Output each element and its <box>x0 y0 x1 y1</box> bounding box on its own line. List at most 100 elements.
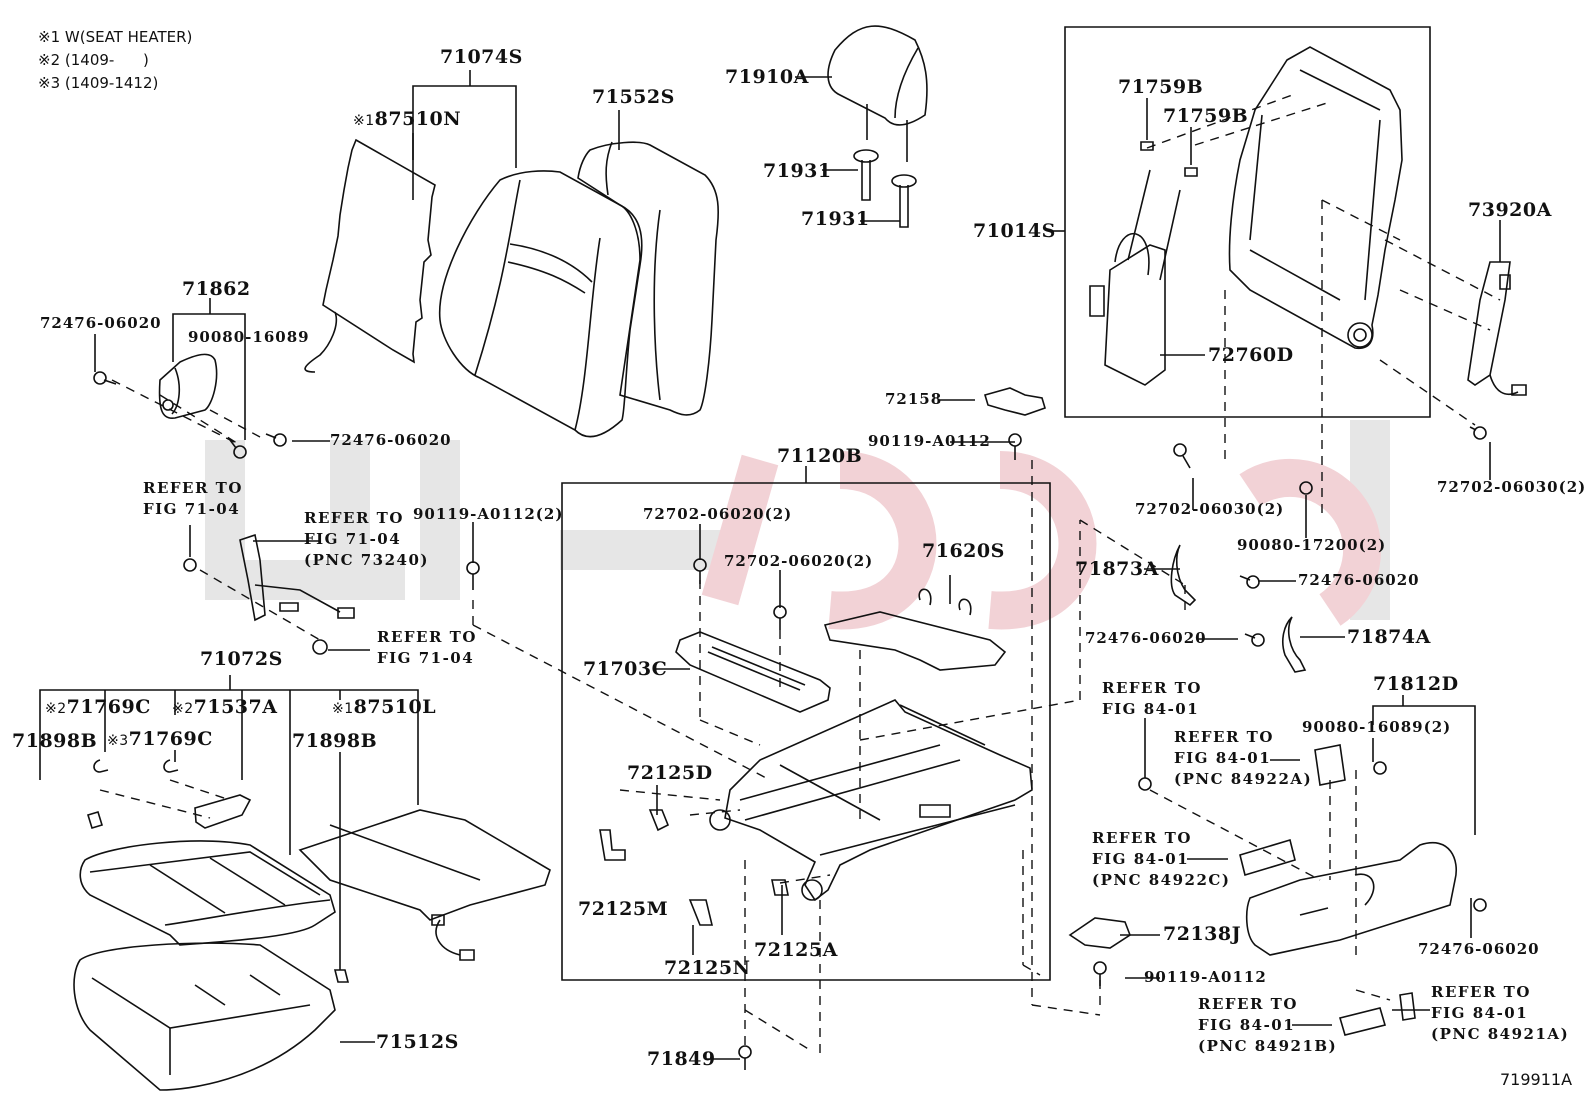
part-label-71898B-a[interactable]: 71898B <box>12 730 98 752</box>
small-brackets <box>88 760 348 982</box>
part-label-87510N[interactable]: ※187510N <box>353 110 461 129</box>
dashed-guides <box>100 94 1500 1060</box>
part-label-71512S[interactable]: 71512S <box>376 1031 459 1053</box>
part-number: 71769C <box>128 728 213 750</box>
part-label-72125A[interactable]: 72125A <box>754 939 838 961</box>
part-label-90080-16089-2[interactable]: 90080-16089(2) <box>1302 718 1452 736</box>
part-label-72125M[interactable]: 72125M <box>578 898 669 920</box>
part-label-71862[interactable]: 71862 <box>182 278 251 300</box>
reference-fig-84-01-d[interactable]: REFER TO FIG 84-01 (PNC 84921B) <box>1198 994 1337 1057</box>
part-label-72158[interactable]: 72158 <box>885 390 943 408</box>
part-label-72702-06030-b[interactable]: 72702-06030(2) <box>1437 478 1587 496</box>
legend-note-3: ※3 (1409-1412) <box>38 73 158 94</box>
part-label-71931-a[interactable]: 71931 <box>763 160 832 182</box>
part-label-71849[interactable]: 71849 <box>647 1048 716 1070</box>
legend-note-mark: ※2 <box>38 51 61 69</box>
clips-71759B <box>1141 142 1197 176</box>
clips-72125 <box>600 810 788 925</box>
reference-line: (PNC 73240) <box>304 551 430 569</box>
legend-note-1: ※1 W(SEAT HEATER) <box>38 27 192 48</box>
variant-mark: ※3 <box>107 733 129 749</box>
hinge-covers-71873A-71874A <box>1171 545 1305 672</box>
variant-mark: ※2 <box>45 701 67 717</box>
side-cover-73920A <box>1468 262 1526 395</box>
reference-line: FIG 71-04 <box>143 500 241 518</box>
backrest-heater-87510N <box>305 140 435 372</box>
part-label-90080-17200[interactable]: 90080-17200(2) <box>1237 536 1387 554</box>
part-label-72476-06020-a[interactable]: 72476-06020 <box>40 314 162 332</box>
part-label-73920A[interactable]: 73920A <box>1468 199 1552 221</box>
part-label-71552S[interactable]: 71552S <box>592 86 675 108</box>
part-label-72476-06020-c[interactable]: 72476-06020 <box>1298 571 1420 589</box>
part-label-72125D[interactable]: 72125D <box>627 762 713 784</box>
part-label-71620S[interactable]: 71620S <box>922 540 1005 562</box>
reference-fig-84-01-e[interactable]: REFER TO FIG 84-01 (PNC 84921A) <box>1431 982 1569 1045</box>
reference-line: (PNC 84921B) <box>1198 1037 1338 1055</box>
seat-cushion-cover-71072S <box>80 841 335 945</box>
part-label-71072S[interactable]: 71072S <box>200 648 283 670</box>
part-label-72702-06020-a[interactable]: 72702-06020(2) <box>643 505 793 523</box>
part-label-71074S[interactable]: 71074S <box>440 46 523 68</box>
part-label-71703C[interactable]: 71703C <box>583 658 668 680</box>
headrest-guide-71931-a <box>854 150 878 200</box>
part-label-71898B-b[interactable]: 71898B <box>292 730 378 752</box>
part-label-72476-06020-d[interactable]: 72476-06020 <box>1085 629 1207 647</box>
legend-note-text: (1409-1412) <box>64 74 159 92</box>
reference-fig-84-01-b[interactable]: REFER TO FIG 84-01 (PNC 84922A) <box>1174 727 1312 790</box>
part-label-71014S[interactable]: 71014S <box>973 220 1056 242</box>
reference-line: REFER TO <box>1102 679 1202 697</box>
reference-fig-71-04-c[interactable]: REFER TO FIG 71-04 <box>377 627 477 669</box>
reference-line: (PNC 84922A) <box>1174 770 1313 788</box>
part-number: 71769C <box>66 696 151 718</box>
spring-71620S <box>825 589 1005 670</box>
part-label-71769C-a[interactable]: ※271769C <box>45 698 151 717</box>
seat-cushion-heater-87510L <box>300 810 550 960</box>
part-label-90119-A0112-a[interactable]: 90119-A0112 <box>868 432 991 450</box>
part-label-71759B-a[interactable]: 71759B <box>1118 76 1204 98</box>
part-label-90119-A0112-2[interactable]: 90119-A0112(2) <box>413 505 564 523</box>
part-label-90119-A0112-c[interactable]: 90119-A0112 <box>1144 968 1267 986</box>
reference-line: REFER TO <box>1092 829 1192 847</box>
variant-mark: ※1 <box>332 701 354 717</box>
part-label-72476-06020-b[interactable]: 72476-06020 <box>330 431 452 449</box>
part-label-71769C-b[interactable]: ※371769C <box>107 730 213 749</box>
part-label-72125N[interactable]: 72125N <box>664 957 751 979</box>
part-label-71931-b[interactable]: 71931 <box>801 208 870 230</box>
part-label-71537A[interactable]: ※271537A <box>172 698 277 717</box>
legend-note-text: W(SEAT HEATER) <box>64 28 193 46</box>
part-label-71910A[interactable]: 71910A <box>725 66 809 88</box>
side-cover-72138J <box>1070 918 1130 948</box>
reference-line: REFER TO <box>1198 995 1298 1013</box>
hinge-cover-72158 <box>985 388 1045 415</box>
legend-note-mark: ※1 <box>38 28 61 46</box>
leader-lines <box>40 27 1500 1059</box>
reference-fig-84-01-a[interactable]: REFER TO FIG 84-01 <box>1102 678 1202 720</box>
reference-line: FIG 84-01 <box>1198 1016 1296 1034</box>
part-label-71873A[interactable]: 71873A <box>1075 558 1159 580</box>
part-number: 87510L <box>353 696 437 718</box>
part-label-71874A[interactable]: 71874A <box>1347 626 1431 648</box>
part-label-90080-16089[interactable]: 90080-16089 <box>188 328 310 346</box>
part-label-72138J[interactable]: 72138J <box>1163 923 1242 945</box>
side-shield-71812D <box>1247 843 1457 955</box>
frame-71014S <box>1229 47 1402 348</box>
backrest-pad-71552S <box>578 142 718 415</box>
bracket-71862 <box>160 354 217 418</box>
reference-fig-71-04-b[interactable]: REFER TO FIG 71-04 (PNC 73240) <box>304 508 429 571</box>
part-label-71812D[interactable]: 71812D <box>1373 673 1459 695</box>
reference-fig-71-04-a[interactable]: REFER TO FIG 71-04 <box>143 478 243 520</box>
reference-line: FIG 84-01 <box>1174 749 1272 767</box>
part-label-72702-06020-b[interactable]: 72702-06020(2) <box>724 552 874 570</box>
backrest-cover-71074S <box>440 171 642 437</box>
reference-line: REFER TO <box>1174 728 1274 746</box>
reference-fig-84-01-c[interactable]: REFER TO FIG 84-01 (PNC 84922C) <box>1092 828 1230 891</box>
part-label-71120B[interactable]: 71120B <box>777 445 863 467</box>
part-label-72476-06020-e[interactable]: 72476-06020 <box>1418 940 1540 958</box>
part-label-72760D[interactable]: 72760D <box>1208 344 1294 366</box>
part-label-71759B-b[interactable]: 71759B <box>1163 105 1249 127</box>
part-label-72702-06030-a[interactable]: 72702-06030(2) <box>1135 500 1285 518</box>
switch-parts <box>1240 745 1415 1035</box>
reference-line: (PNC 84921A) <box>1431 1025 1570 1043</box>
part-label-87510L[interactable]: ※187510L <box>332 698 436 717</box>
